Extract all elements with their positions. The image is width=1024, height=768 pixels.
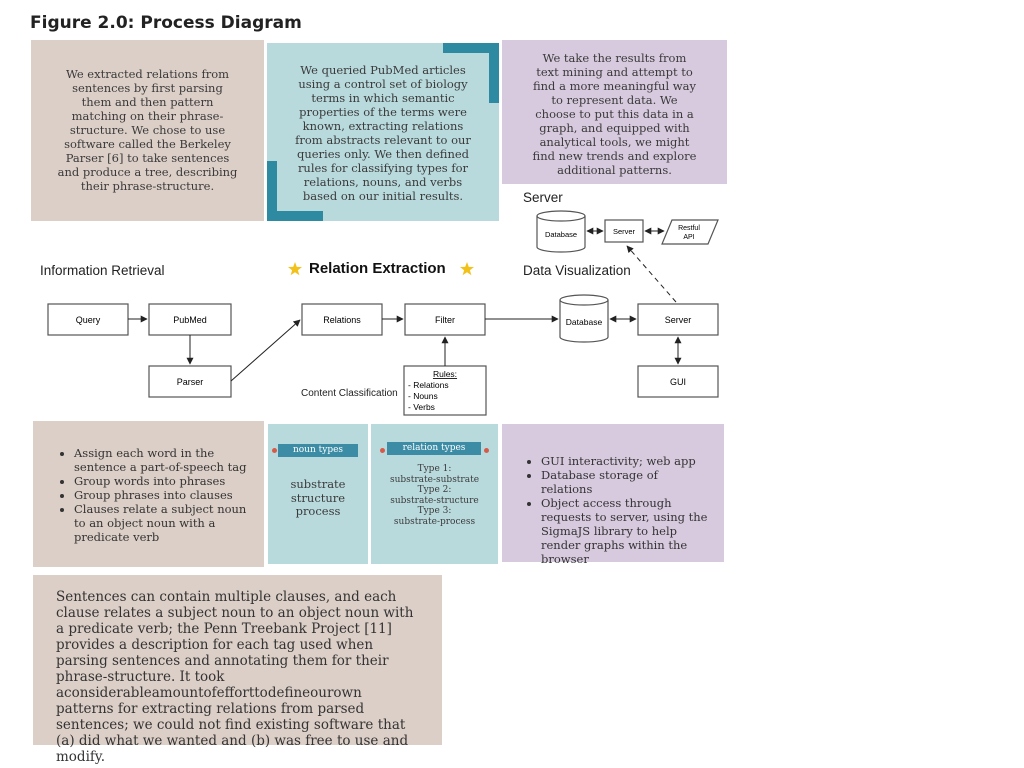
list-item: Group phrases into clauses	[74, 488, 250, 502]
noun-types-box: noun types substrate structure process	[268, 424, 368, 564]
visualization-features-list: GUI interactivity; web app Database stor…	[524, 454, 710, 566]
list-item: Database storage of relations	[541, 468, 710, 496]
node-pubmed: PubMed	[148, 303, 232, 336]
parsing-steps-box: Assign each word in the sentence a part-…	[33, 421, 264, 567]
visualization-features-box: GUI interactivity; web app Database stor…	[502, 424, 724, 566]
list-item: Object access through requests to server…	[541, 496, 710, 566]
parsing-steps-list: Assign each word in the sentence a part-…	[57, 446, 250, 544]
ribbon-dot	[380, 448, 385, 453]
node-gui: GUI	[637, 365, 719, 398]
svg-text:- Verbs: - Verbs	[408, 402, 435, 412]
node-query: Query	[47, 303, 129, 336]
visualization-description-box: We take the results from text mining and…	[502, 40, 727, 184]
noun-types-list: substrate structure process	[268, 477, 368, 519]
list-item: substrate-structure	[390, 495, 479, 506]
list-item: Group words into phrases	[74, 474, 250, 488]
figure-title: Figure 2.0: Process Diagram	[30, 13, 302, 33]
node-server-server: Server	[604, 219, 644, 243]
list-item: substrate-process	[393, 516, 476, 527]
svg-text:Database: Database	[566, 317, 603, 327]
node-filter: Filter	[404, 303, 486, 336]
list-item: Type 1:	[417, 464, 452, 474]
node-database: Database	[559, 294, 609, 343]
node-rules: Rules: - Relations - Nouns - Verbs	[403, 365, 487, 416]
extraction-description-box: We queried PubMed articles using a contr…	[267, 43, 499, 221]
noun-types-ribbon: noun types	[278, 444, 358, 457]
svg-text:PubMed: PubMed	[173, 315, 207, 325]
label-relation-extraction: Relation Extraction	[309, 260, 446, 277]
label-data-visualization: Data Visualization	[523, 263, 631, 278]
list-item: Assign each word in the sentence a part-…	[74, 446, 250, 474]
star-icon	[288, 262, 302, 276]
svg-text:Filter: Filter	[435, 315, 455, 325]
list-item: Type 3:	[417, 506, 452, 516]
label-server: Server	[523, 190, 563, 205]
list-item: Type 2:	[417, 485, 452, 495]
list-item: Clauses relate a subject noun to an obje…	[74, 502, 250, 544]
list-item: GUI interactivity; web app	[541, 454, 710, 468]
svg-text:Query: Query	[76, 315, 101, 325]
visualization-description-text: We take the results from text mining and…	[532, 51, 697, 177]
relation-types-ribbon: relation types	[387, 442, 481, 455]
node-server: Server	[637, 303, 719, 336]
svg-text:Server: Server	[665, 315, 692, 325]
relation-types-list: Type 1: substrate-substrate Type 2: subs…	[371, 464, 498, 527]
svg-text:GUI: GUI	[670, 377, 686, 387]
ribbon-dot	[484, 448, 489, 453]
svg-text:Database: Database	[545, 230, 577, 239]
list-item: process	[295, 504, 341, 518]
svg-text:Relations: Relations	[323, 315, 361, 325]
star-icon	[460, 262, 474, 276]
list-item: substrate-substrate	[389, 474, 480, 485]
svg-text:API: API	[683, 234, 694, 241]
node-restful-api: Restful API	[661, 219, 719, 245]
list-item: structure	[290, 490, 346, 505]
svg-text:Server: Server	[613, 227, 636, 236]
relation-types-box: relation types Type 1: substrate-substra…	[371, 424, 498, 564]
svg-text:- Nouns: - Nouns	[408, 391, 438, 401]
corner-accents	[267, 43, 499, 221]
diagram-arrows	[128, 227, 682, 382]
parsing-description-box: We extracted relations from sentences by…	[31, 40, 264, 221]
label-information-retrieval: Information Retrieval	[40, 263, 165, 278]
label-content-classification: Content Classification	[301, 388, 398, 399]
extraction-description-text: We queried PubMed articles using a contr…	[295, 63, 471, 203]
summary-paragraph-box: Sentences can contain multiple clauses, …	[33, 575, 442, 765]
list-item: substrate	[290, 477, 346, 491]
summary-paragraph: Sentences can contain multiple clauses, …	[56, 589, 414, 765]
node-relations: Relations	[301, 303, 383, 336]
ribbon-dot	[272, 448, 277, 453]
svg-text:Rules:: Rules:	[433, 369, 457, 379]
node-server-database: Database	[536, 210, 586, 253]
svg-text:Parser: Parser	[177, 377, 204, 387]
svg-text:- Relations: - Relations	[408, 380, 449, 390]
svg-text:Restful: Restful	[678, 225, 700, 232]
node-parser: Parser	[148, 365, 232, 398]
parsing-description-text: We extracted relations from sentences by…	[57, 67, 238, 193]
